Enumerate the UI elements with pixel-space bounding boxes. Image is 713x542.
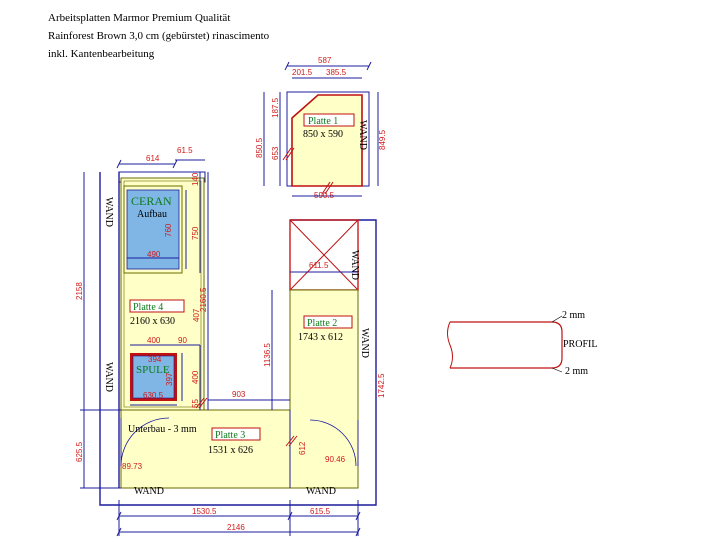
- dimension-label: 187.5: [271, 97, 280, 118]
- wand-label-bottom-right: WAND: [306, 486, 336, 497]
- dimension-label: 397: [165, 372, 174, 386]
- dimension-label: 760: [164, 223, 173, 237]
- dimension-label: 614: [146, 154, 160, 163]
- wand-label-plate1: WAND: [357, 120, 368, 150]
- plate-3-size: 1531 x 626: [208, 445, 253, 456]
- dimension-label: 630.5: [143, 391, 164, 400]
- aufbau-label: Aufbau: [137, 209, 167, 220]
- dimension-label: 1136.5: [263, 343, 272, 367]
- dimension-label: 2146: [227, 523, 245, 532]
- dimension-label: 750: [191, 226, 200, 240]
- dimension-label: 90: [178, 336, 187, 345]
- dimension-label: 89.73: [122, 462, 143, 471]
- dimension-label: 90.46: [325, 455, 346, 464]
- unterbau-label: Unterbau - 3 mm: [128, 424, 197, 435]
- plate-4-name: Platte 4: [133, 302, 163, 313]
- dimension-label: 201.5: [292, 68, 313, 77]
- countertop-platte-3: [120, 409, 292, 489]
- profile-label: PROFIL: [563, 339, 597, 350]
- dimension-label: 385.5: [326, 68, 347, 77]
- dimension-label: 625.5: [75, 441, 84, 462]
- dimension-label: 490: [147, 250, 161, 259]
- dimension-lines: [80, 65, 379, 536]
- dimension-label: 653: [271, 146, 280, 160]
- dimension-label: 55: [191, 399, 200, 408]
- profile-top-label: 2 mm: [562, 310, 585, 321]
- dimension-label: 407: [192, 308, 201, 322]
- ceran-label: CERAN: [131, 194, 172, 208]
- dimension-label: 2158: [75, 282, 84, 300]
- dimension-label: 400: [191, 370, 200, 384]
- countertop-platte-1: [291, 94, 363, 187]
- dimension-label: 400: [147, 336, 161, 345]
- plate-2-name: Platte 2: [307, 318, 337, 329]
- plate-1-size: 850 x 590: [303, 129, 343, 140]
- profile-bottom-label: 2 mm: [565, 366, 588, 377]
- dimension-label: 849.5: [378, 129, 387, 150]
- ceran-cooktop: [123, 185, 183, 274]
- dimension-label: 611.5: [309, 261, 329, 270]
- dimension-ticks: [116, 61, 372, 537]
- dimension-label: 612: [298, 441, 307, 455]
- dimension-label: 394: [148, 355, 162, 364]
- dimension-label: 1530.5: [192, 507, 217, 516]
- dimension-label: 587: [318, 56, 332, 65]
- wand-label-right-lower: WAND: [359, 328, 370, 358]
- plate-2-size: 1743 x 612: [298, 332, 343, 343]
- header-line-1: Arbeitsplatten Marmor Premium Qualität: [48, 12, 231, 24]
- header-line-3: inkl. Kantenbearbeitung: [48, 48, 155, 60]
- wand-label-right-mid: WAND: [349, 250, 360, 280]
- plate-1-name: Platte 1: [308, 116, 338, 127]
- header-line-2: Rainforest Brown 3,0 cm (gebürstet) rina…: [48, 30, 270, 42]
- wall-outline: [99, 171, 377, 506]
- plate-4-size: 2160 x 630: [130, 316, 175, 327]
- wand-label-bottom-left: WAND: [134, 486, 164, 497]
- wand-label-left-bottom: WAND: [103, 362, 114, 392]
- plate-3-name: Platte 3: [215, 430, 245, 441]
- dimension-label: 61.5: [177, 146, 193, 155]
- dimension-label: 2160.5: [199, 287, 208, 312]
- wand-label-left-top: WAND: [103, 197, 114, 227]
- dimension-label: 615.5: [310, 507, 331, 516]
- dimension-label: 903: [232, 390, 246, 399]
- dimension-label: 1742.5: [377, 373, 386, 398]
- dimension-label: 140: [191, 172, 200, 186]
- spule-label: SPULE: [136, 364, 170, 376]
- dimension-label: 850.5: [255, 137, 264, 158]
- profile-detail: [447, 315, 563, 373]
- dimension-label: 590.5: [314, 191, 335, 200]
